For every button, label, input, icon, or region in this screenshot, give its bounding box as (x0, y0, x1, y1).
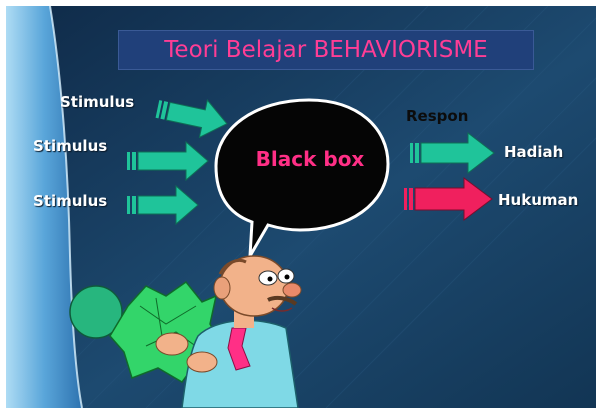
thinking-man-illustration (69, 255, 302, 408)
speech-bubble-icon (214, 98, 390, 257)
reward-label: Hadiah (504, 143, 564, 161)
reward-arrow (410, 131, 495, 175)
stimulus-label-1: Stimulus (60, 93, 135, 111)
slide: Teori Belajar BEHAVIORISME Stimulus Stim… (6, 6, 596, 408)
left-curved-band (6, 6, 82, 408)
stimulus-label-3: Stimulus (33, 192, 108, 210)
slide-graphics (6, 6, 596, 408)
stimulus-arrow-3 (127, 184, 199, 226)
stimulus-label-2: Stimulus (33, 137, 108, 155)
black-box-label: Black box (255, 147, 365, 171)
title-banner (118, 30, 534, 70)
punishment-label: Hukuman (498, 191, 579, 209)
respon-label: Respon (406, 107, 469, 125)
slide-title: Teori Belajar BEHAVIORISME (164, 37, 488, 63)
stimulus-arrow-2 (127, 140, 209, 182)
stimulus-arrow-1 (155, 99, 228, 139)
punishment-arrow (404, 177, 493, 221)
